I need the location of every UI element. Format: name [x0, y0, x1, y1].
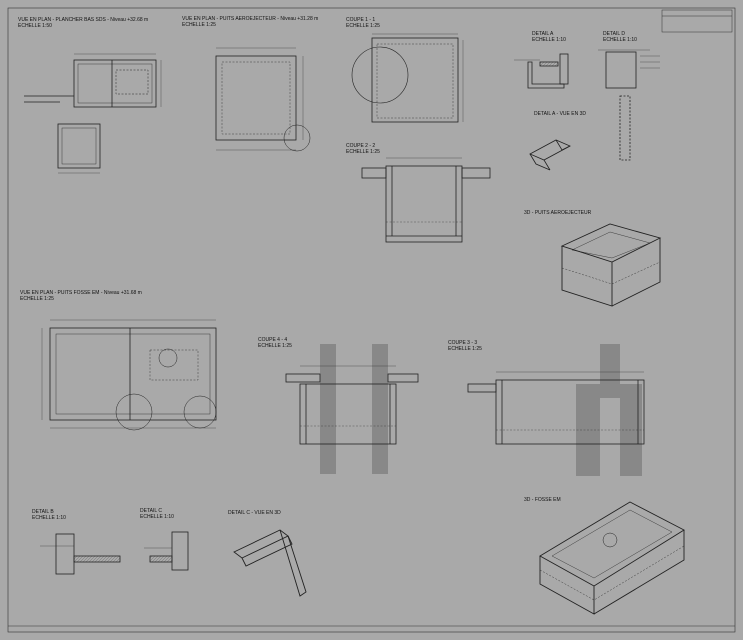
coupe-2-scale: ECHELLE 1:25 [346, 149, 380, 155]
fosse-3d-drawing [539, 501, 685, 615]
plan-puits-aero-title: VUE EN PLAN - PUITS AEROEJECTEUR - Nivea… [182, 16, 319, 22]
sheet-frame [7, 7, 736, 633]
coupe-3-drawing [467, 344, 645, 476]
detail-c-scale: ECHELLE 1:10 [140, 514, 174, 520]
detail-a-drawing [514, 53, 569, 89]
coupe-4-drawing [285, 344, 419, 474]
title-block [661, 9, 733, 33]
detail-b-scale: ECHELLE 1:10 [32, 515, 66, 521]
detail-d-scale: ECHELLE 1:10 [603, 37, 637, 43]
detail-c-drawing [144, 531, 189, 571]
detail-b-drawing [40, 533, 121, 575]
coupe-2-title: COUPE 2 - 2 [346, 143, 376, 149]
plan-puits-aero-scale: ECHELLE 1:25 [182, 22, 216, 28]
detail-b-title: DETAIL B [32, 509, 54, 515]
coupe-3-title: COUPE 3 - 3 [448, 340, 478, 346]
detail-c-title: DETAIL C [140, 508, 162, 514]
coupe-1-scale: ECHELLE 1:25 [346, 23, 380, 29]
detail-a-title: DETAIL A [532, 31, 554, 37]
coupe-3-scale: ECHELLE 1:25 [448, 346, 482, 352]
coupe-4-scale: ECHELLE 1:25 [258, 343, 292, 349]
plan-fosse-scale: ECHELLE 1:25 [20, 296, 54, 302]
puits-3d-drawing [560, 223, 662, 307]
coupe-1-drawing [351, 33, 464, 123]
plan-fosse-title: VUE EN PLAN - PUITS FOSSE EM - Niveau +3… [20, 290, 142, 296]
detail-a-scale: ECHELLE 1:10 [532, 37, 566, 43]
detail-c-3d-drawing [233, 529, 307, 597]
coupe-1-title: COUPE 1 - 1 [346, 17, 376, 23]
detail-c-3d-title: DETAIL C - VUE EN 3D [228, 510, 281, 516]
puits-3d-title: 3D - PUITS AEROEJECTEUR [524, 210, 592, 216]
plan-puits-aero-drawing [215, 47, 311, 152]
coupe-2-drawing [361, 157, 491, 243]
detail-d-title: DETAIL D [603, 31, 625, 37]
coupe-4-title: COUPE 4 - 4 [258, 337, 288, 343]
detail-a-3d-title: DETAIL A - VUE EN 3D [534, 111, 586, 117]
fosse-3d-title: 3D - FOSSE EM [524, 497, 561, 503]
detail-a-3d-drawing [529, 139, 571, 171]
plan-sds-title: VUE EN PLAN - PLANCHER BAS SDS - Niveau … [18, 17, 149, 23]
plan-sds-scale: ECHELLE 1:50 [18, 23, 52, 29]
plan-sds-drawing [24, 53, 162, 174]
detail-d-drawing [598, 49, 660, 161]
plan-fosse-drawing [41, 319, 217, 431]
